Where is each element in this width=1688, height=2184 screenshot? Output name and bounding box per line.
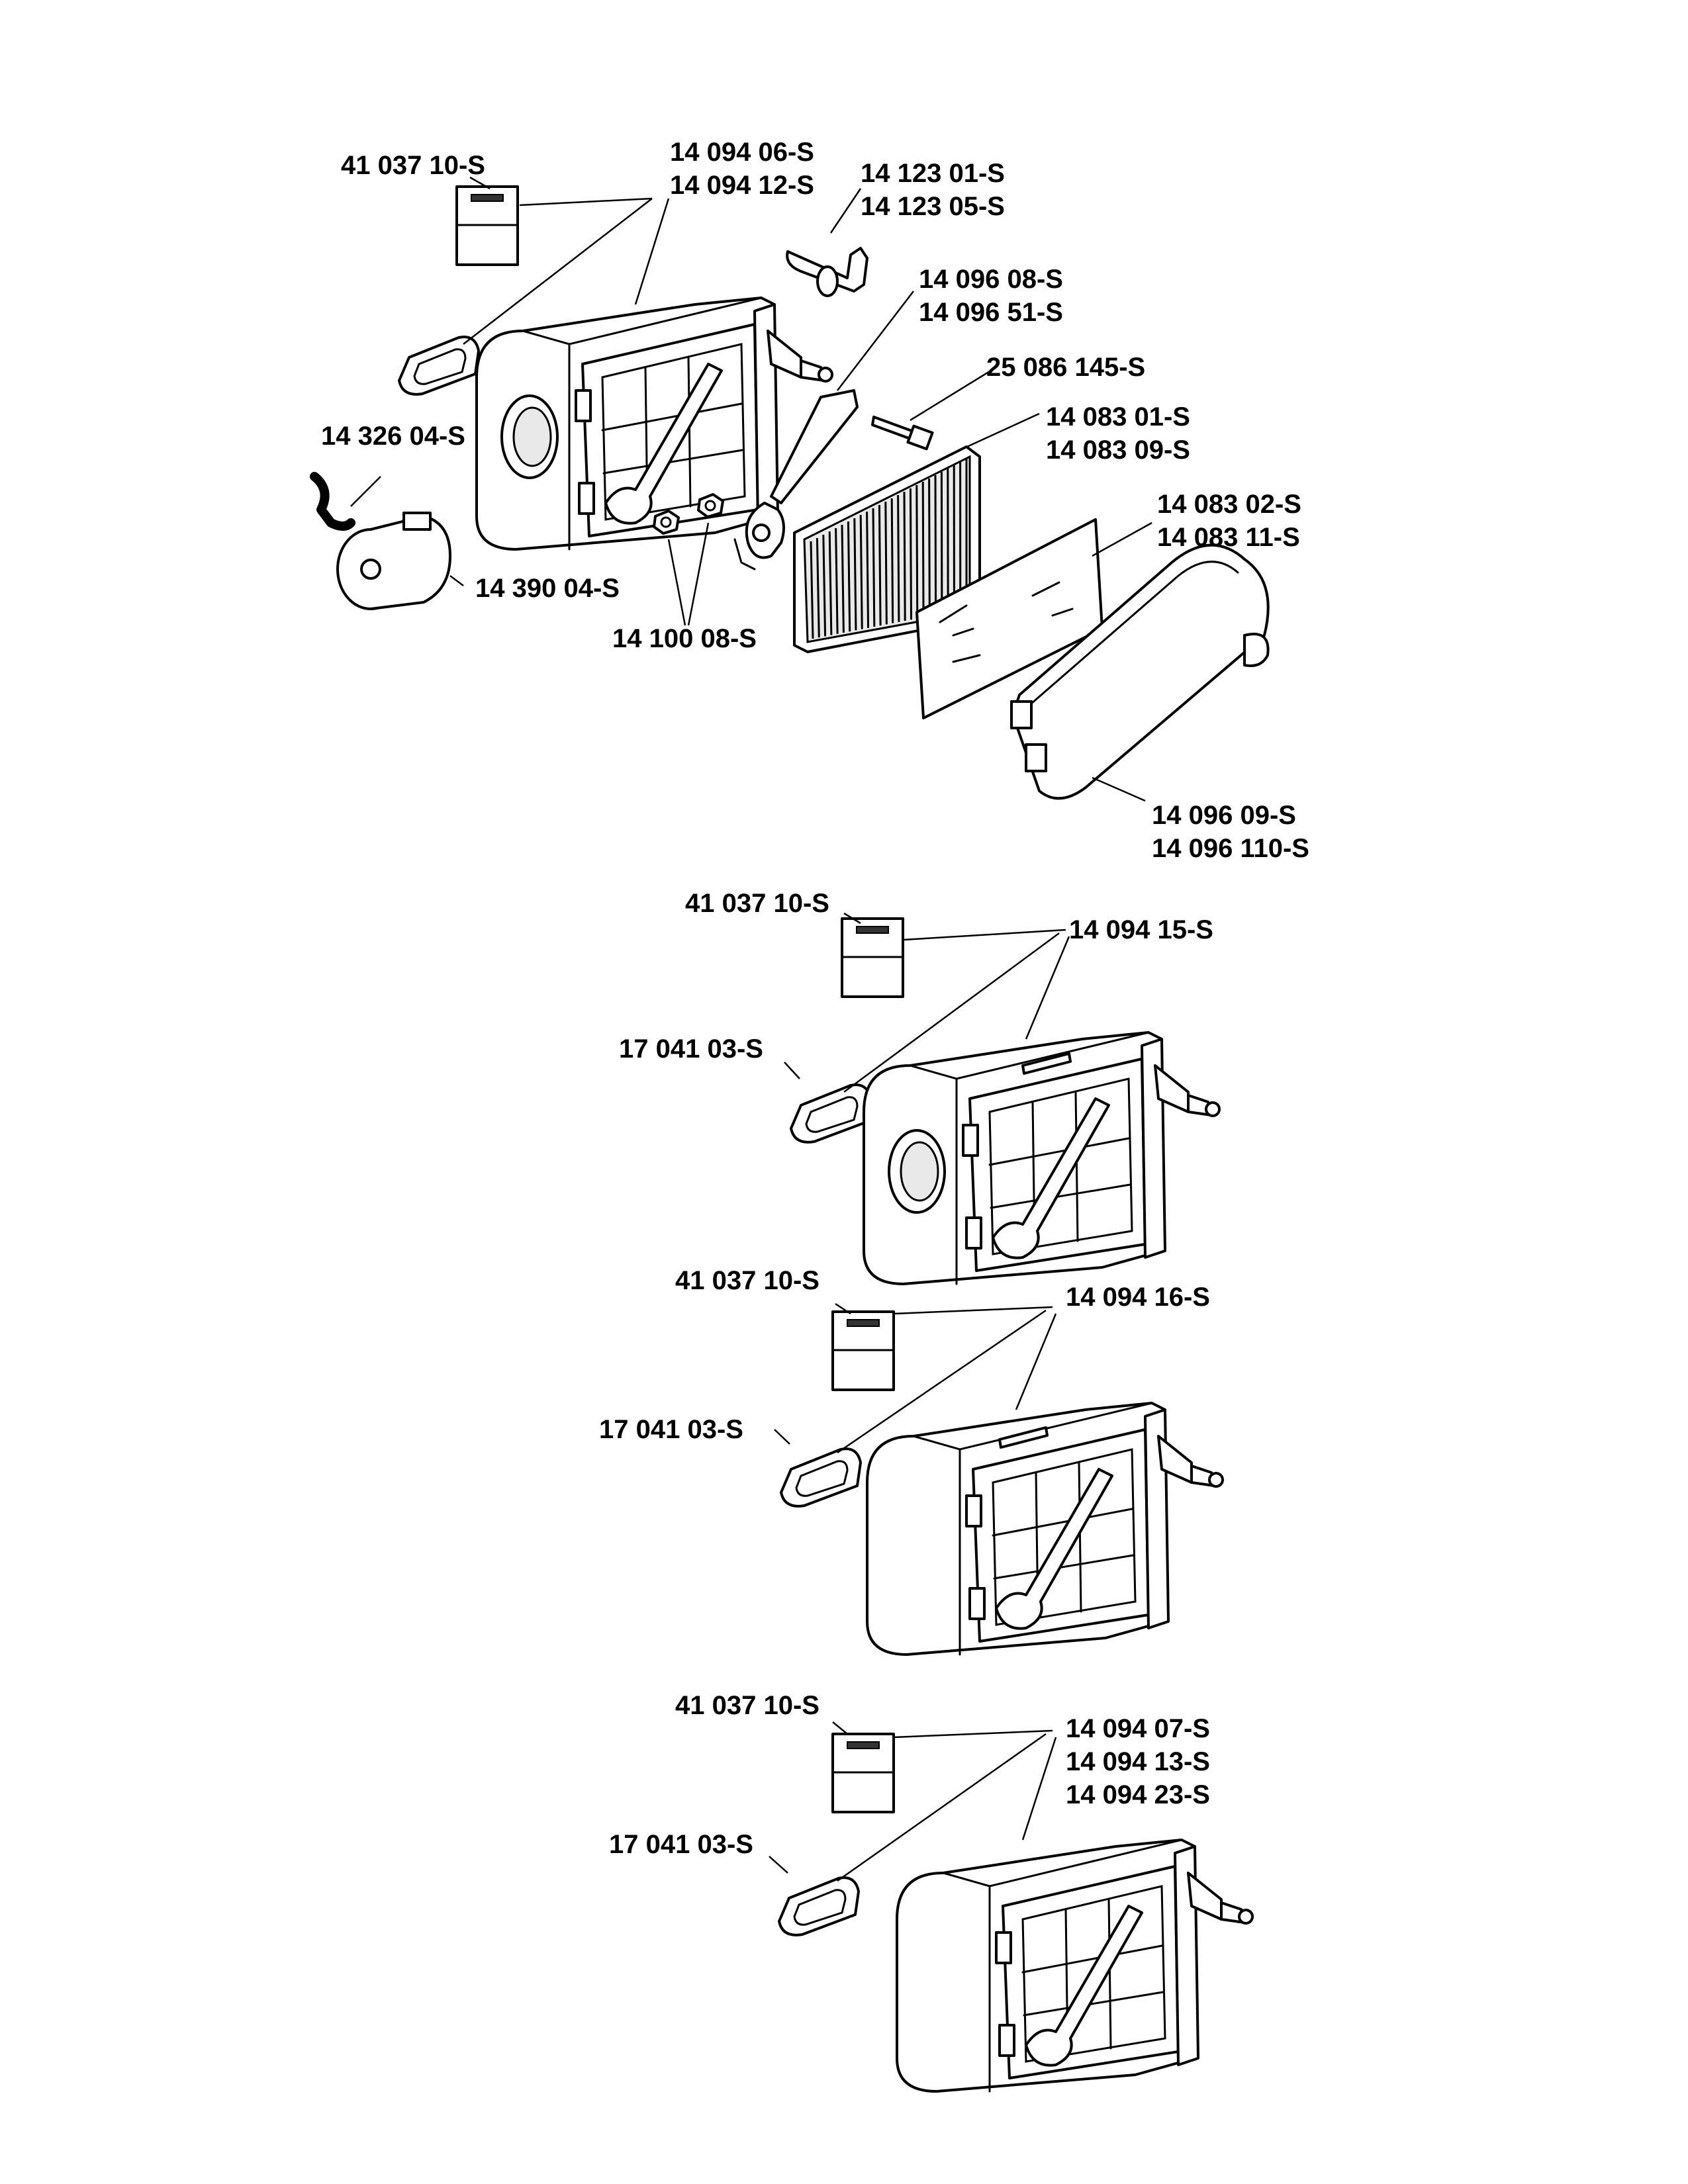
filter-pleat bbox=[822, 534, 827, 637]
filter-pleat bbox=[859, 514, 863, 629]
nuts-part bbox=[653, 493, 724, 535]
filter-pleat bbox=[909, 488, 912, 620]
label-filter-1: 14 083 01-S bbox=[1046, 402, 1190, 432]
housing-part bbox=[863, 1031, 1221, 1285]
label-prefilter-2: 14 083 11-S bbox=[1157, 523, 1300, 552]
filter-pleat bbox=[810, 541, 814, 639]
assembly-3 bbox=[780, 1310, 1224, 1656]
filter-pleat bbox=[903, 491, 906, 621]
label-cover-c: 14 094 16-S bbox=[1066, 1283, 1210, 1312]
label-small-hose: 14 326 04-S bbox=[321, 422, 465, 451]
gasket-part bbox=[780, 1447, 862, 1508]
valve-part bbox=[336, 512, 451, 610]
label-screw: 25 086 145-S bbox=[986, 353, 1145, 382]
decal-part bbox=[831, 1310, 895, 1391]
filter-pleat bbox=[853, 518, 857, 631]
label-prefilter-1: 14 083 02-S bbox=[1157, 490, 1301, 519]
paper-filter-part bbox=[793, 445, 981, 653]
label-bracket-2: 14 096 51-S bbox=[919, 298, 1063, 327]
label-hose-a2: 14 123 05-S bbox=[861, 192, 1005, 221]
filter-pleat bbox=[816, 537, 820, 638]
label-decal-b: 41 037 10-S bbox=[685, 889, 829, 918]
part-number-labels: 41 037 10-S 14 094 06-S 14 094 12-S 14 1… bbox=[321, 138, 1309, 1859]
label-cover-d2: 14 094 13-S bbox=[1066, 1747, 1210, 1776]
label-cover-d3: 14 094 23-S bbox=[1066, 1780, 1210, 1809]
filter-pleat bbox=[835, 527, 839, 634]
decal-part bbox=[831, 1733, 895, 1813]
label-hose-a1: 14 123 01-S bbox=[861, 159, 1005, 188]
label-decal-a: 41 037 10-S bbox=[341, 151, 485, 180]
label-cover-a1: 14 094 06-S bbox=[670, 138, 814, 167]
label-lid-2: 14 096 110-S bbox=[1152, 834, 1309, 863]
filter-pleat bbox=[884, 501, 888, 625]
housing-part bbox=[896, 1839, 1254, 2093]
filter-pleat bbox=[866, 511, 870, 628]
label-filter-2: 14 083 09-S bbox=[1046, 435, 1190, 465]
filter-pleat bbox=[841, 524, 845, 633]
gasket-part bbox=[778, 1876, 860, 1936]
label-decal-d: 41 037 10-S bbox=[675, 1691, 820, 1720]
gasket-part bbox=[398, 336, 480, 396]
label-nuts: 14 100 08-S bbox=[612, 624, 757, 653]
label-cover-b: 14 094 15-S bbox=[1069, 915, 1213, 944]
decal-part bbox=[455, 185, 519, 266]
label-lid-1: 14 096 09-S bbox=[1152, 801, 1296, 830]
lid-part bbox=[1010, 543, 1270, 800]
filter-pleat bbox=[878, 504, 882, 626]
label-gasket-d: 17 041 03-S bbox=[609, 1830, 753, 1859]
hose-part bbox=[786, 247, 868, 297]
label-cover-d1: 14 094 07-S bbox=[1066, 1714, 1210, 1743]
label-gasket-b: 17 041 03-S bbox=[619, 1034, 763, 1064]
filter-pleat bbox=[828, 531, 833, 635]
filter-pleat bbox=[928, 478, 931, 616]
label-gasket-c: 17 041 03-S bbox=[599, 1415, 743, 1444]
bracket-part bbox=[733, 389, 859, 570]
screw-part bbox=[871, 416, 934, 451]
filter-pleat bbox=[847, 521, 851, 632]
decal-part bbox=[841, 917, 904, 998]
filter-pleat bbox=[897, 494, 900, 622]
assembly-1 bbox=[310, 185, 1270, 800]
label-valve: 14 390 04-S bbox=[475, 574, 620, 603]
gasket-part bbox=[790, 1083, 872, 1144]
label-decal-c: 41 037 10-S bbox=[675, 1266, 820, 1295]
label-cover-a2: 14 094 12-S bbox=[670, 171, 814, 200]
filter-pleat bbox=[934, 475, 937, 615]
small-hose-part bbox=[310, 472, 355, 531]
label-bracket-1: 14 096 08-S bbox=[919, 265, 1063, 294]
housing-part bbox=[866, 1402, 1224, 1656]
filter-pleat bbox=[872, 508, 876, 627]
leader-lines bbox=[350, 176, 1152, 1882]
